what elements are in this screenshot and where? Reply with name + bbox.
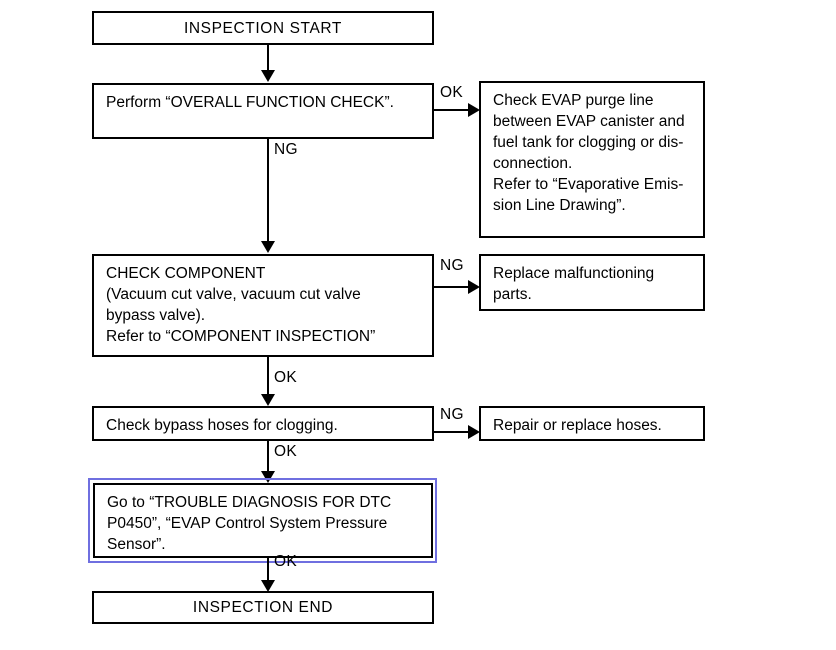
connector-component-ok-line	[267, 357, 269, 395]
edge-label-ok-2: OK	[274, 369, 297, 386]
node-check-bypass-hoses[interactable]: Check bypass hoses for clogging.	[92, 406, 434, 441]
node-inspection-start[interactable]: INSPECTION START	[92, 11, 434, 45]
node-check-component[interactable]: CHECK COMPONENT (Vacuum cut valve, vacuu…	[92, 254, 434, 357]
connector-diagnosis-ok-line	[267, 558, 269, 584]
edge-label-ng-1: NG	[274, 141, 298, 158]
connector-component-ng-arrow	[468, 280, 480, 294]
connector-start-to-overall-line	[267, 45, 269, 71]
connector-overall-ok-line	[434, 109, 474, 111]
connector-component-ng-line	[434, 286, 474, 288]
connector-component-ok-arrow	[261, 394, 275, 406]
connector-hoses-ng-arrow	[468, 425, 480, 439]
node-goto-trouble-diagnosis-label: Go to “TROUBLE DIAGNOSIS FOR DTC P0450”,…	[107, 494, 392, 553]
connector-hoses-ok-line	[267, 441, 269, 475]
edge-label-ok-4: OK	[274, 553, 297, 570]
node-check-component-label: CHECK COMPONENT (Vacuum cut valve, vacuu…	[106, 265, 376, 345]
connector-start-to-overall-arrow	[261, 70, 275, 82]
node-check-bypass-hoses-label: Check bypass hoses for clogging.	[106, 417, 338, 434]
connector-overall-ng-line	[267, 139, 269, 242]
node-inspection-end[interactable]: INSPECTION END	[92, 591, 434, 624]
edge-label-ok-3: OK	[274, 443, 297, 460]
edge-label-ng-3: NG	[440, 406, 464, 423]
node-check-evap-purge-line[interactable]: Check EVAP purge line between EVAP canis…	[479, 81, 705, 238]
connector-hoses-ok-arrow	[261, 471, 275, 483]
node-overall-function-check[interactable]: Perform “OVERALL FUNCTION CHECK”.	[92, 83, 434, 139]
node-overall-function-check-label: Perform “OVERALL FUNCTION CHECK”.	[106, 94, 394, 111]
edge-label-ng-2: NG	[440, 257, 464, 274]
connector-overall-ok-arrow	[468, 103, 480, 117]
connector-diagnosis-ok-arrow	[261, 580, 275, 592]
node-inspection-end-label: INSPECTION END	[192, 599, 334, 616]
connector-hoses-ng-line	[434, 431, 474, 433]
edge-label-ok-1: OK	[440, 84, 463, 101]
node-goto-trouble-diagnosis[interactable]: Go to “TROUBLE DIAGNOSIS FOR DTC P0450”,…	[93, 483, 433, 558]
node-replace-parts-label: Replace malfunctioning parts.	[493, 265, 655, 303]
node-inspection-start-label: INSPECTION START	[183, 19, 342, 37]
node-repair-hoses-label: Repair or replace hoses.	[493, 417, 662, 434]
node-repair-hoses[interactable]: Repair or replace hoses.	[479, 406, 705, 441]
node-check-evap-purge-line-label: Check EVAP purge line between EVAP canis…	[493, 92, 685, 214]
connector-overall-ng-arrow	[261, 241, 275, 253]
node-replace-parts[interactable]: Replace malfunctioning parts.	[479, 254, 705, 311]
